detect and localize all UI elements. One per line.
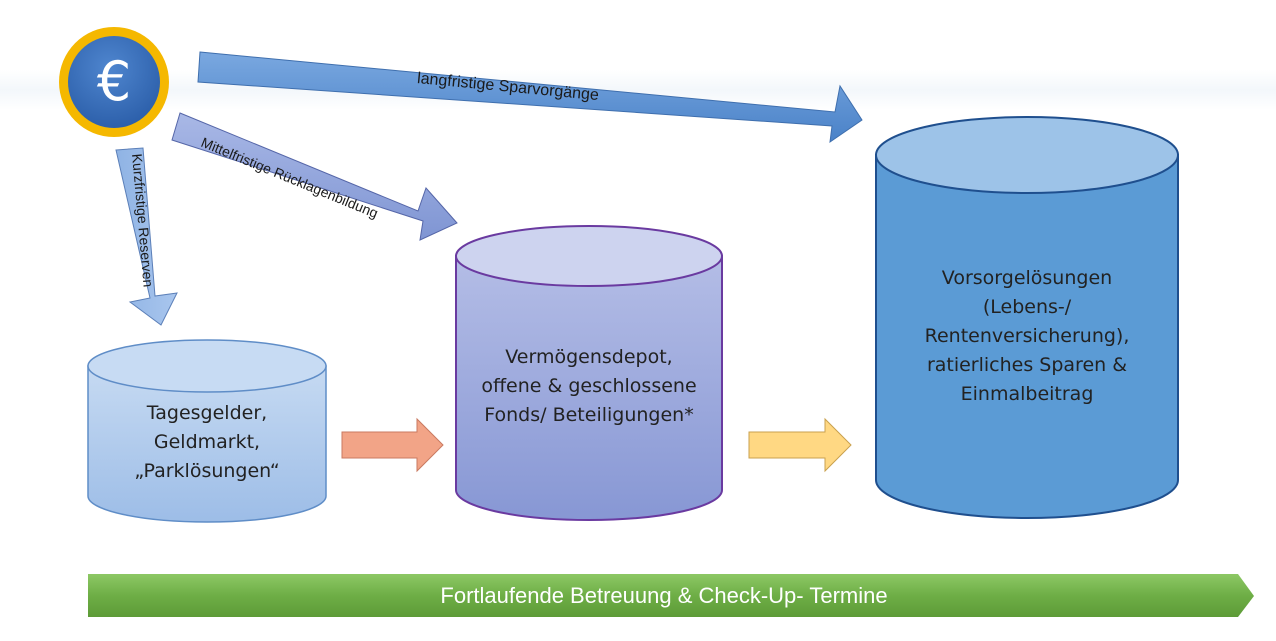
euro-coin-icon	[59, 27, 169, 137]
banner-label: Fortlaufende Betreuung & Check-Up- Termi…	[440, 583, 888, 608]
text-short-term-line-2: Geldmarkt,	[153, 431, 261, 453]
arrow-middle-to-right	[748, 417, 852, 473]
text-short-term: Tagesgelder, Geldmarkt, „Parklösungen“	[100, 399, 314, 486]
text-mid-term: Vermögensdepot, offene & geschlossene Fo…	[466, 343, 712, 430]
text-mid-term-line-3: Fonds/ Beteiligungen*	[484, 404, 694, 426]
arrow-long-term	[197, 51, 863, 144]
text-short-term-line-3: „Parklösungen“	[134, 460, 280, 482]
euro-symbol: €	[96, 50, 132, 113]
arrow-short-term	[115, 147, 178, 326]
cylinder-short-term	[87, 339, 327, 523]
text-long-term-line-5: Einmalbeitrag	[960, 383, 1094, 405]
banner-arrow	[88, 574, 1254, 617]
text-long-term-line-4: ratierliches Sparen &	[926, 354, 1128, 376]
cylinder-long-term	[875, 116, 1179, 519]
arrow-mid-term	[171, 112, 458, 241]
text-short-term-line-1: Tagesgelder,	[146, 402, 268, 424]
text-long-term-line-1: Vorsorgelösungen	[941, 267, 1113, 289]
text-mid-term-line-1: Vermögensdepot,	[505, 346, 673, 368]
text-long-term: Vorsorgelösungen (Lebens-/ Rentenversich…	[886, 264, 1168, 409]
text-mid-term-line-2: offene & geschlossene	[481, 375, 697, 397]
arrow-left-to-middle	[341, 417, 444, 473]
cylinder-mid-term	[455, 225, 723, 521]
text-long-term-line-3: Rentenversicherung),	[924, 325, 1130, 347]
text-long-term-line-2: (Lebens-/	[982, 296, 1072, 318]
